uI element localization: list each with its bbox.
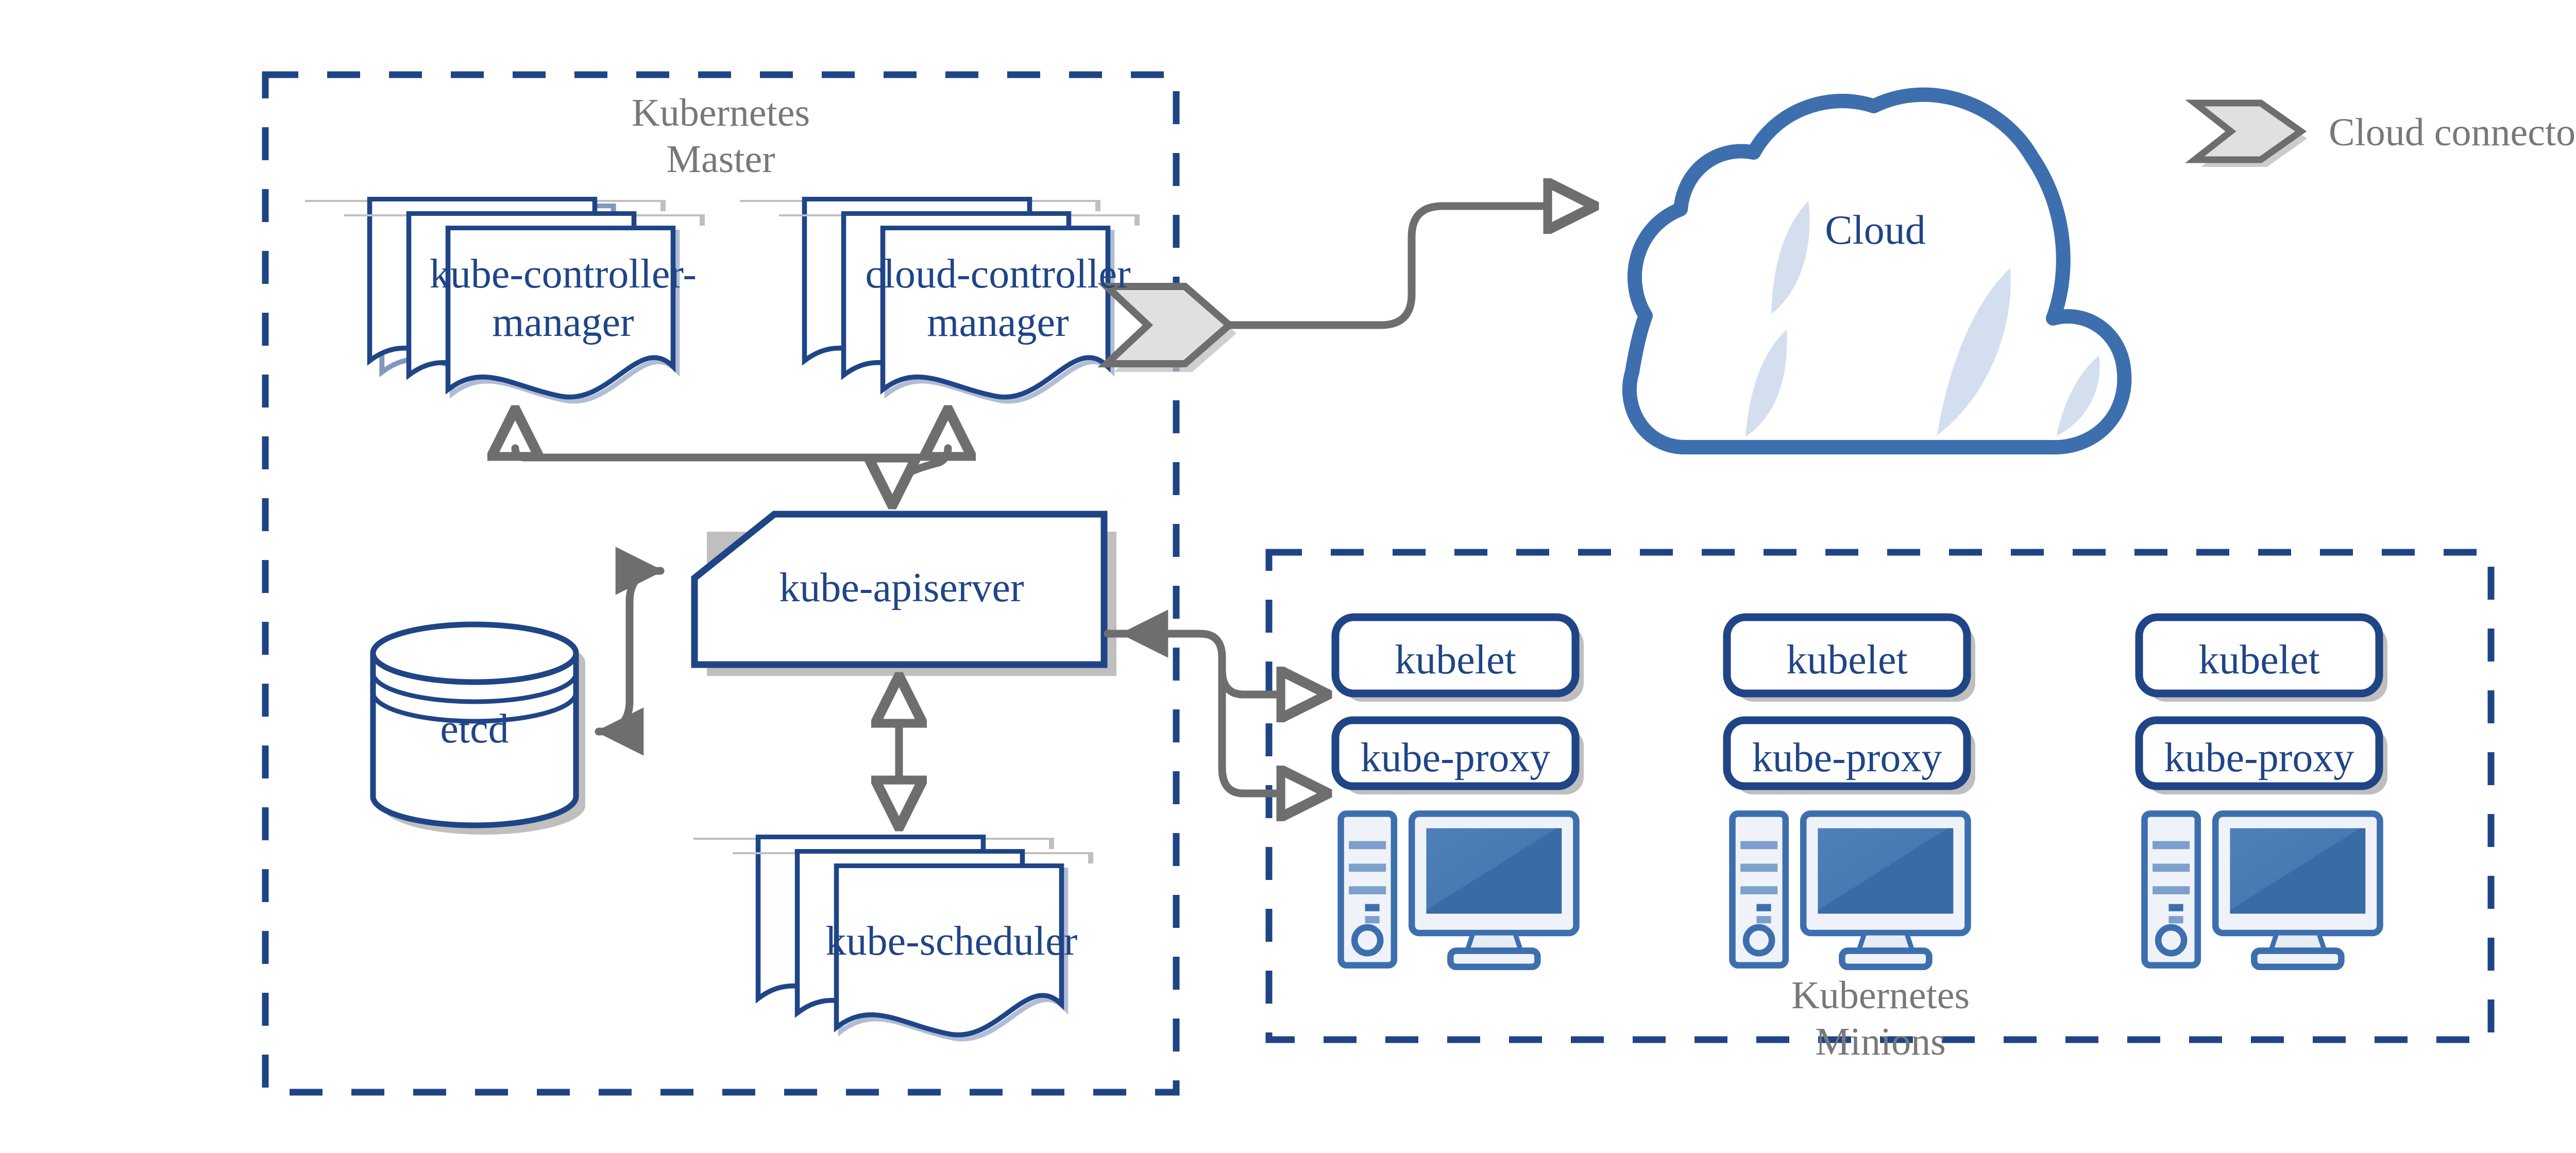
- minion-3: [2135, 613, 2387, 967]
- minion-2-kubelet[interactable]: [1723, 613, 1975, 702]
- connector-apiserver-to-minions: [1104, 609, 1325, 793]
- group-kubernetes-master: [262, 71, 1180, 1096]
- cloud-connector-icon[interactable]: [1097, 283, 1236, 372]
- minion-3-kubelet[interactable]: [2135, 613, 2387, 702]
- node-cloud-controller-manager[interactable]: [740, 199, 1140, 401]
- connector-apiserver-etcd: [595, 547, 665, 756]
- minion-2-desktop-computer-icon: [1733, 813, 1968, 967]
- minion-3-kube-proxy[interactable]: [2135, 716, 2387, 794]
- node-kube-scheduler[interactable]: [693, 837, 1093, 1039]
- minion-1-kubelet[interactable]: [1331, 613, 1584, 702]
- minion-1: [1331, 613, 1584, 967]
- minion-2-kube-proxy[interactable]: [1723, 716, 1975, 794]
- connector-cloud-controller-manager-to-cloud: [1225, 206, 1592, 329]
- node-kube-apiserver[interactable]: [691, 511, 1116, 676]
- minion-1-desktop-computer-icon: [1341, 813, 1577, 967]
- connector-apiserver-to-controller-managers: [515, 412, 948, 502]
- node-kube-controller-manager[interactable]: [305, 199, 705, 401]
- minion-2: [1723, 613, 1975, 967]
- minion-3-desktop-computer-icon: [2145, 813, 2380, 967]
- node-etcd[interactable]: [370, 621, 585, 835]
- minion-1-kube-proxy[interactable]: [1331, 716, 1584, 794]
- cloud-accent-shapes: [1745, 201, 2100, 437]
- legend-cloud-connector-icon: [2185, 99, 2307, 167]
- node-cloud[interactable]: [1622, 87, 2132, 455]
